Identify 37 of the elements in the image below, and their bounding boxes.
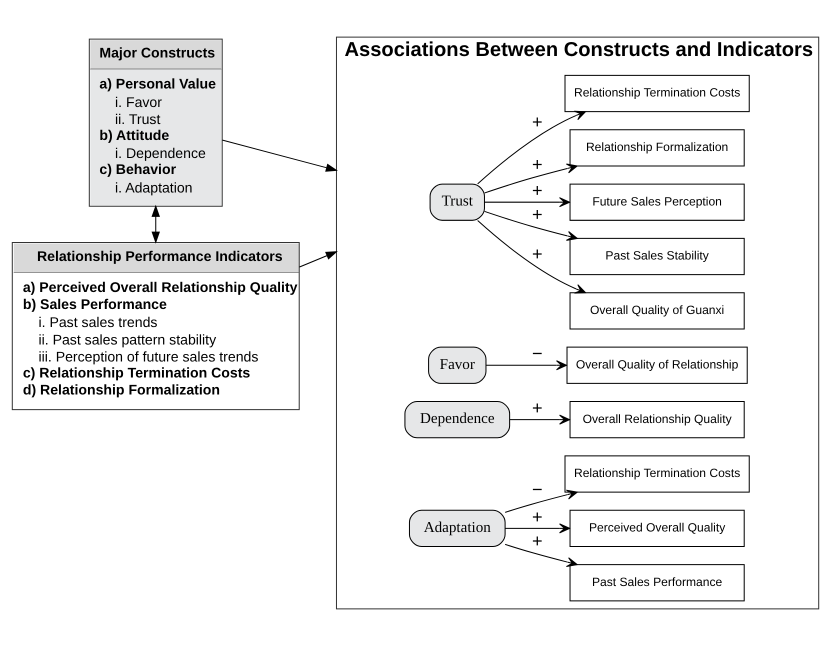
edge-label: + bbox=[532, 506, 543, 527]
node-box: Past Sales Stability bbox=[570, 238, 745, 276]
node-box: Future Sales Perception bbox=[570, 184, 745, 221]
node-box: Adaptation bbox=[408, 510, 506, 547]
edge-label: − bbox=[532, 344, 543, 364]
node-box: Relationship Termination Costs bbox=[564, 455, 750, 493]
arrow bbox=[505, 544, 578, 568]
edge-label: − bbox=[532, 480, 543, 500]
node-box: Favor bbox=[428, 346, 486, 384]
node-box: Dependence bbox=[404, 401, 510, 438]
node-box: Perceived Overall Quality bbox=[570, 510, 745, 547]
edge-label: + bbox=[532, 244, 543, 264]
arrow bbox=[222, 140, 338, 172]
edge-label: + bbox=[532, 180, 543, 201]
edge-label: + bbox=[532, 204, 543, 225]
arrow bbox=[505, 523, 570, 534]
node-box: Overall Quality of Guanxi bbox=[570, 292, 745, 330]
edge-label: + bbox=[532, 154, 543, 174]
arrow bbox=[505, 490, 578, 513]
node-box: Past Sales Performance bbox=[570, 564, 745, 602]
node-box: Overall Relationship Quality bbox=[570, 401, 745, 438]
arrow bbox=[510, 414, 570, 425]
node-box: Trust bbox=[430, 184, 485, 221]
arrow bbox=[486, 360, 568, 370]
arrow bbox=[484, 164, 578, 194]
arrow bbox=[299, 251, 338, 268]
node-box: Relationship Termination Costs bbox=[564, 74, 750, 112]
arrow bbox=[477, 110, 586, 184]
arrow bbox=[484, 197, 570, 208]
node-box: Overall Quality of Relationship bbox=[566, 346, 748, 384]
arrow bbox=[477, 220, 586, 294]
edge-label: + bbox=[532, 112, 543, 132]
edge-label: + bbox=[532, 530, 543, 551]
arrow bbox=[152, 204, 160, 244]
arrow bbox=[484, 210, 578, 241]
node-box: Relationship Formalization bbox=[570, 129, 745, 166]
edge-label: + bbox=[532, 398, 543, 418]
